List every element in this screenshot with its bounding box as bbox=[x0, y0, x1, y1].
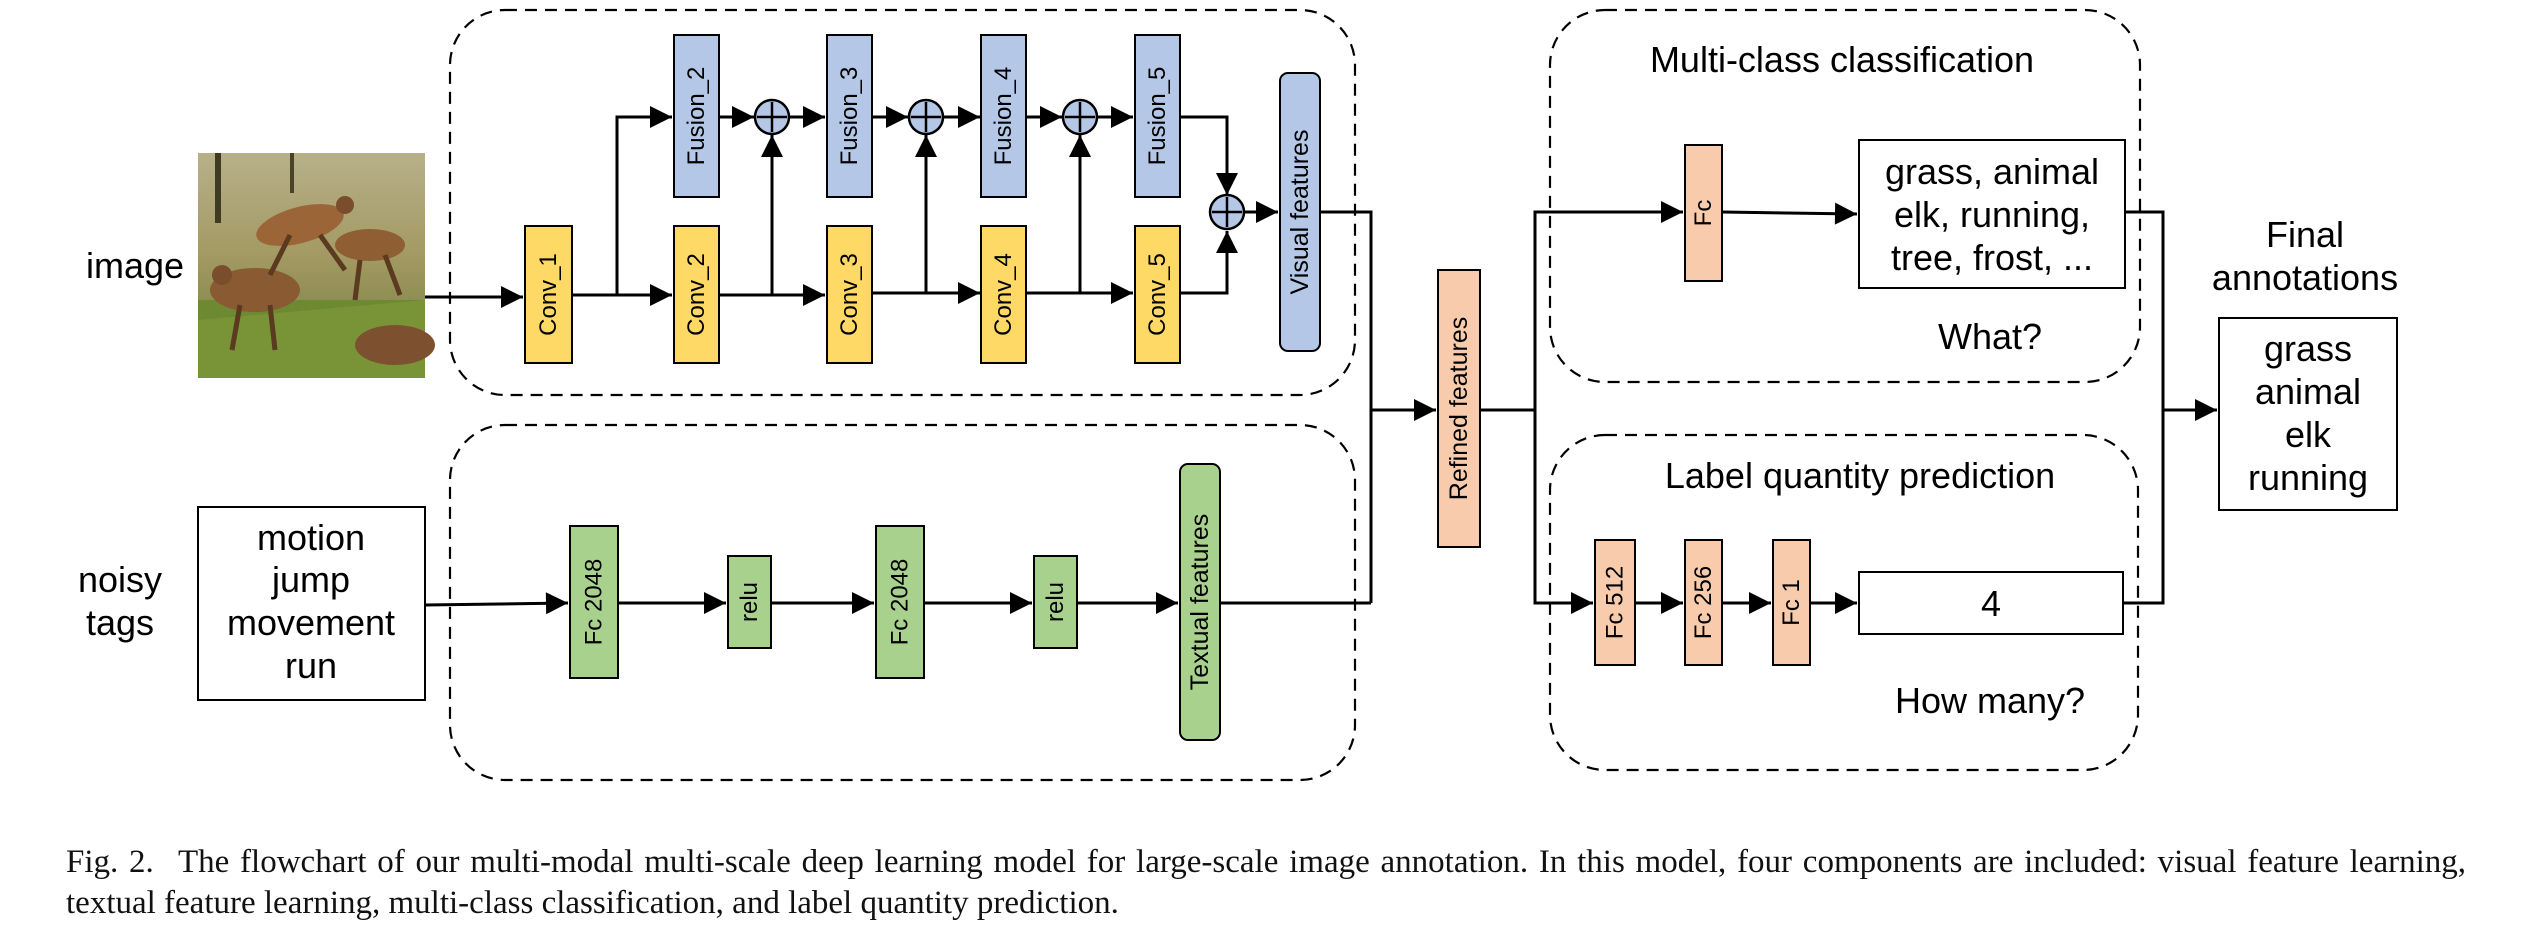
tag-4: run bbox=[285, 645, 337, 686]
conv-3-label: Conv_3 bbox=[836, 253, 863, 336]
sum-node-3 bbox=[1061, 98, 1099, 136]
final-item-2: animal bbox=[2255, 371, 2361, 412]
quantity-question: How many? bbox=[1895, 680, 2085, 721]
fusion-2-label: Fusion_2 bbox=[683, 67, 710, 166]
noisy-tags-label-line-1: noisy bbox=[78, 559, 162, 600]
conv-4-block: Conv_4 bbox=[980, 225, 1027, 364]
conv-1-label: Conv_1 bbox=[535, 253, 562, 336]
classification-output-line-3: tree, frost, ... bbox=[1891, 237, 2093, 278]
classification-container bbox=[1548, 8, 2142, 384]
text-fc-2-label: Fc 2048 bbox=[887, 559, 914, 646]
tag-1: motion bbox=[257, 517, 365, 558]
visual-features-block: Visual features bbox=[1279, 72, 1321, 352]
sum-node-2 bbox=[907, 98, 945, 136]
quantity-fc-256-label: Fc 256 bbox=[1690, 566, 1717, 639]
text-fc-1-label: Fc 2048 bbox=[581, 559, 608, 646]
classification-output-line-2: elk, running, bbox=[1894, 194, 2090, 235]
quantity-fc-512-block: Fc 512 bbox=[1594, 539, 1636, 666]
quantity-fc-256-block: Fc 256 bbox=[1684, 539, 1723, 666]
caption-label: Fig. 2. bbox=[66, 844, 154, 880]
visual-features-label: Visual features bbox=[1286, 130, 1314, 295]
final-item-4: running bbox=[2248, 457, 2368, 498]
relu-2-label: relu bbox=[1042, 582, 1069, 622]
final-title-line-1: Final bbox=[2266, 214, 2344, 255]
quantity-output-box bbox=[1858, 571, 2124, 635]
text-fc-1-block: Fc 2048 bbox=[569, 525, 619, 679]
fusion-5-label: Fusion_5 bbox=[1144, 67, 1171, 166]
tag-3: movement bbox=[227, 602, 395, 643]
class-fc-label: Fc bbox=[1690, 200, 1717, 227]
final-annotations-box bbox=[2218, 317, 2398, 511]
quantity-output-value: 4 bbox=[1981, 583, 2001, 624]
fusion-2-block: Fusion_2 bbox=[673, 34, 720, 198]
conv-4-label: Conv_4 bbox=[990, 253, 1017, 336]
refined-features-label: Refined features bbox=[1445, 317, 1473, 500]
classification-output-line-1: grass, animal bbox=[1885, 151, 2099, 192]
conv-5-label: Conv_5 bbox=[1144, 253, 1171, 336]
textual-features-block: Textual features bbox=[1179, 463, 1221, 741]
tag-2: jump bbox=[271, 559, 350, 600]
classification-question: What? bbox=[1938, 316, 2042, 357]
fusion-3-block: Fusion_3 bbox=[826, 34, 873, 198]
quantity-title: Label quantity prediction bbox=[1665, 455, 2055, 496]
fusion-4-label: Fusion_4 bbox=[990, 67, 1017, 166]
classification-output-box bbox=[1858, 139, 2126, 289]
fusion-4-block: Fusion_4 bbox=[980, 34, 1027, 198]
quantity-fc-1-block: Fc 1 bbox=[1772, 539, 1811, 666]
fusion-5-block: Fusion_5 bbox=[1134, 34, 1181, 198]
sum-node-1 bbox=[753, 98, 791, 136]
relu-2-block: relu bbox=[1033, 555, 1078, 649]
final-title-line-2: annotations bbox=[2212, 257, 2398, 298]
conv-2-label: Conv_2 bbox=[683, 253, 710, 336]
final-item-1: grass bbox=[2264, 328, 2352, 369]
conv-2-block: Conv_2 bbox=[673, 225, 720, 364]
sum-node-4 bbox=[1208, 193, 1246, 231]
conv-1-block: Conv_1 bbox=[524, 225, 573, 364]
figure-caption: Fig. 2. The flowchart of our multi-modal… bbox=[66, 842, 2466, 924]
quantity-fc-1-label: Fc 1 bbox=[1778, 579, 1805, 626]
input-image bbox=[198, 153, 435, 378]
relu-1-label: relu bbox=[736, 582, 763, 622]
quantity-fc-512-label: Fc 512 bbox=[1602, 566, 1629, 639]
conv-3-block: Conv_3 bbox=[826, 225, 873, 364]
text-fc-2-block: Fc 2048 bbox=[875, 525, 925, 679]
conv-5-block: Conv_5 bbox=[1134, 225, 1181, 364]
classification-title: Multi-class classification bbox=[1650, 39, 2034, 80]
fusion-3-label: Fusion_3 bbox=[836, 67, 863, 166]
tags-box bbox=[197, 506, 426, 701]
caption-text: The flowchart of our multi-modal multi-s… bbox=[66, 844, 2467, 921]
refined-features-block: Refined features bbox=[1437, 269, 1481, 548]
relu-1-block: relu bbox=[727, 555, 772, 649]
textual-features-label: Textual features bbox=[1186, 514, 1214, 691]
noisy-tags-label-line-2: tags bbox=[86, 602, 154, 643]
final-item-3: elk bbox=[2285, 414, 2332, 455]
class-fc-block: Fc bbox=[1684, 144, 1723, 282]
image-label: image bbox=[86, 245, 184, 286]
visual-branch-container bbox=[448, 8, 1357, 397]
